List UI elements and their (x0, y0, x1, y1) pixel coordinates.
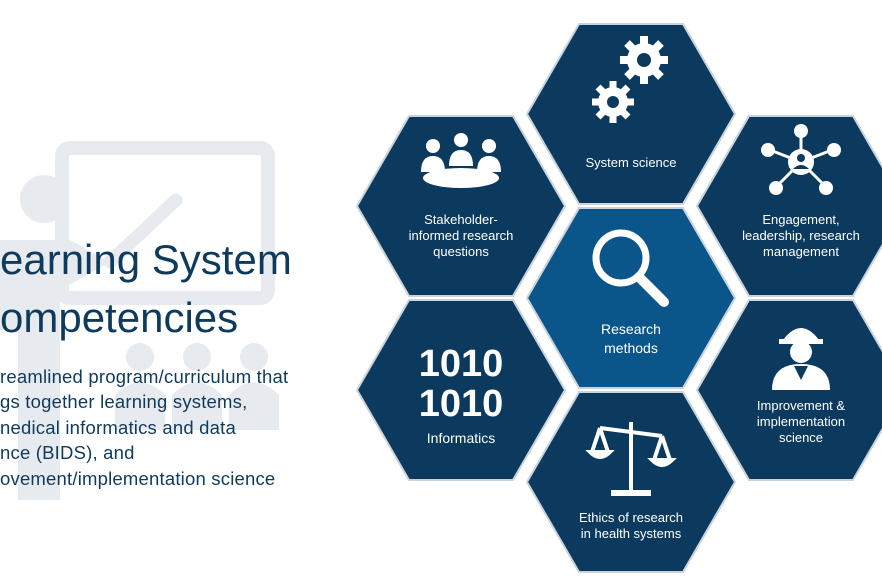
body-text-line: gs together learning systems, (0, 391, 248, 412)
scales-icon (585, 422, 677, 496)
binary-icon: 1010 (419, 383, 504, 425)
hex-engagement (695, 115, 882, 297)
body-text-line: reamlined program/curriculum that (0, 366, 289, 387)
gears-icon (592, 36, 668, 123)
hex-label-ethics: Ethics of research in health systems (578, 510, 684, 541)
hex-label-research-methods: Research methods (601, 321, 661, 356)
slide-title-line-2: ompetencies (0, 294, 239, 341)
worker-hardhat-icon (772, 328, 830, 390)
hex-stakeholder (355, 115, 567, 297)
network-person-icon (761, 124, 841, 195)
body-text-line: ovement/implementation science (0, 468, 276, 489)
hex-label-system-science: System science (585, 155, 677, 170)
body-text-line: nce (BIDS), and (0, 442, 135, 463)
meeting-group-icon (421, 133, 501, 188)
hex-system-science (525, 23, 737, 205)
hex-label-improvement: Improvement & implementation science (756, 398, 846, 445)
hex-informatics (355, 299, 567, 481)
hex-label-engagement: Engagement, leadership, research managem… (742, 212, 860, 259)
magnifier-icon (592, 229, 669, 307)
hex-research-methods (525, 207, 737, 389)
body-text-line: nedical informatics and data (0, 417, 236, 438)
slide-title-line-1: earning System (0, 236, 292, 283)
hex-label-informatics: Informatics (426, 430, 496, 446)
hex-label-stakeholder: Stakeholder- informed research questions (408, 212, 514, 259)
binary-icon: 1010 (419, 343, 504, 385)
